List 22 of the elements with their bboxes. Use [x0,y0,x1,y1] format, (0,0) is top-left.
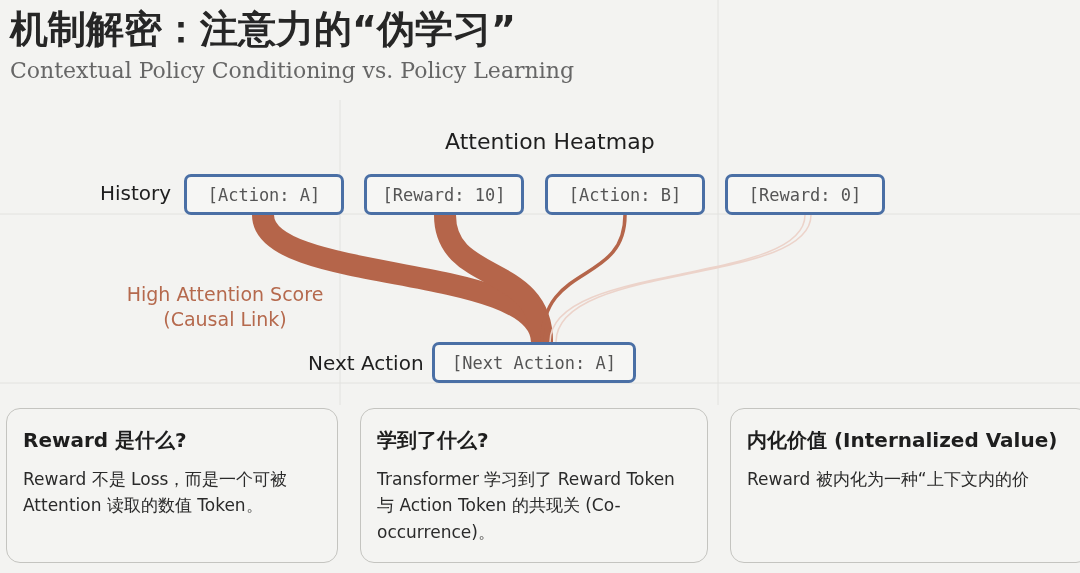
token-box: [Action: B] [545,174,705,215]
section-label: Attention Heatmap [445,128,655,156]
attention-flow-line [549,214,812,343]
card-text: Reward 不是 Loss，而是一个可被 Attention 读取的数值 Token。 [23,468,289,518]
attention-flow-line [434,213,553,344]
token-box: [Reward: 0] [725,174,885,215]
token-box: [Reward: 10] [364,174,524,215]
title: 机制解密：注意力的“伪学习” [10,6,516,53]
card-heading: Reward 是什么? [23,427,188,454]
card-heading: 内化价值 (Internalized Value) [747,427,1059,454]
info-card [6,408,338,563]
info-card [360,408,708,563]
annotation-text: High Attention Score (Causal Link) [125,282,325,332]
info-card [730,408,1080,563]
section-label: Next Action [308,350,424,376]
section-label: History [100,180,172,206]
token-box: [Action: A] [184,174,344,215]
subtitle: Contextual Policy Conditioning vs. Policy Learning [10,58,574,83]
token-box: [Next Action: A] [432,342,636,383]
card-text: Transformer 学习到了 Reward Token 与 Action Token 的共现关 (Co-occurrence)。 [377,468,676,544]
card-heading: 学到了什么? [377,427,490,454]
card-text: Reward 被内化为一种“上下文内的价 [747,468,1030,491]
